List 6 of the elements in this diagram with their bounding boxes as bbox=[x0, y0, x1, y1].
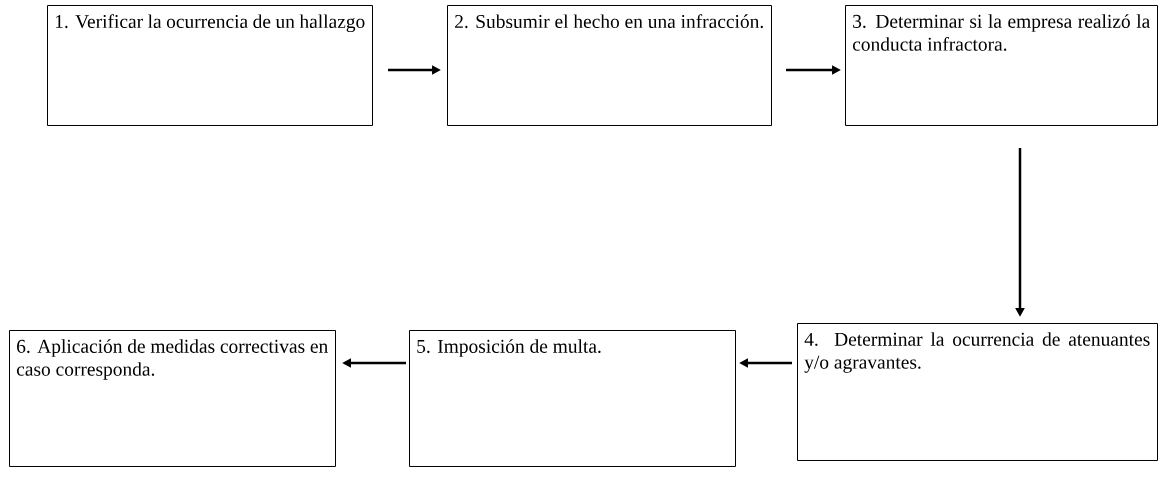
process-box: 2. Subsumir el hecho en una infracción. bbox=[447, 5, 772, 126]
process-box: 3. Determinar si la empresa realizó la conducta infractora. bbox=[845, 5, 1158, 126]
process-box: 1. Verificar la ocurrencia de un hallazgo bbox=[47, 5, 373, 126]
process-box: 4. Determinar la ocurrencia de atenuantes y/o agravantes. bbox=[797, 323, 1158, 461]
process-box: 6. Aplicación de medidas correctivas en caso corresponda. bbox=[9, 330, 336, 467]
process-box: 5. Imposición de multa. bbox=[409, 330, 736, 467]
